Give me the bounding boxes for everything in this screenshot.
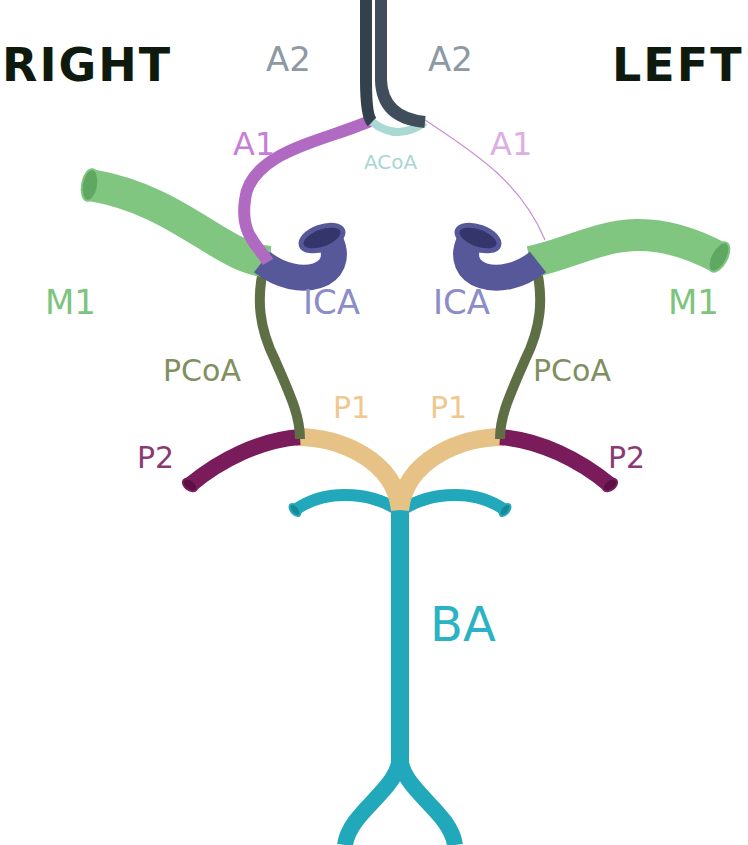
vessel-label: PCoA <box>533 356 611 386</box>
vessel-label: A1 <box>490 128 532 160</box>
vessel-label: M1 <box>668 285 719 319</box>
a1-left <box>425 120 545 240</box>
vessel-label: P2 <box>137 443 174 473</box>
p1-right <box>296 437 400 510</box>
vessel-label: BA <box>430 600 496 648</box>
vessel-label: P1 <box>333 393 370 423</box>
vessel-end <box>287 502 302 518</box>
vertebral-right <box>345 755 400 845</box>
side-label: LEFT <box>612 42 744 88</box>
basilar-artery <box>391 500 409 762</box>
vertebral-left <box>400 755 455 845</box>
a2-right <box>366 0 372 122</box>
vessel-label: P1 <box>430 393 467 423</box>
vessel-label: ICA <box>303 285 360 319</box>
m1-left <box>530 235 720 262</box>
vessel-end <box>497 502 512 518</box>
vessel-label: PCoA <box>163 356 241 386</box>
vessel-label: ICA <box>433 285 490 319</box>
vessel-end <box>454 220 503 256</box>
vessel-end <box>79 168 100 202</box>
vessel-label: A2 <box>266 42 311 76</box>
vessel-label: P2 <box>608 443 645 473</box>
vessel-end <box>298 220 347 256</box>
sca-left <box>400 495 505 512</box>
p2-right <box>190 437 300 485</box>
side-label: RIGHT <box>2 42 172 88</box>
sca-right <box>295 495 400 512</box>
p1-left <box>400 437 504 510</box>
p2-left <box>500 437 610 485</box>
vessel-label: A1 <box>233 128 275 160</box>
vessels <box>79 0 733 845</box>
vessel-end <box>181 476 200 493</box>
vessel-label: ACoA <box>364 152 417 172</box>
vessel-end <box>704 239 733 275</box>
a2-left <box>381 0 425 122</box>
vessel-label: A2 <box>428 42 473 76</box>
vessel-end <box>601 476 620 493</box>
vessel-label: M1 <box>45 285 96 319</box>
